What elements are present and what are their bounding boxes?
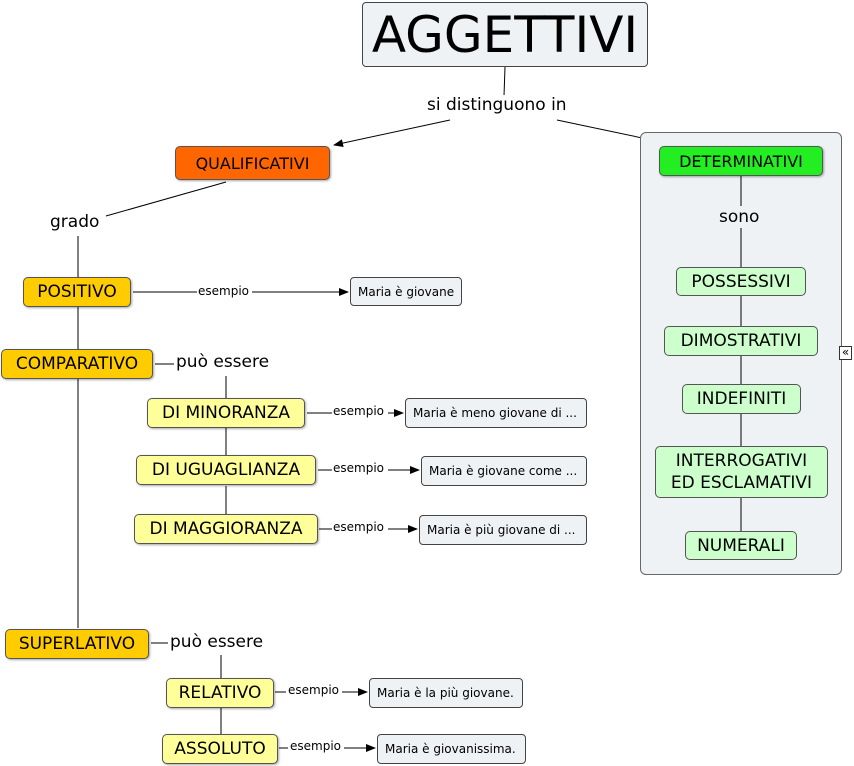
- title-node[interactable]: AGGETTIVI: [362, 2, 648, 67]
- collapse-icon[interactable]: «: [839, 346, 852, 360]
- node-determinativi[interactable]: DETERMINATIVI: [659, 146, 823, 176]
- node-possessivi[interactable]: POSSESSIVI: [676, 267, 806, 296]
- node-comparativo[interactable]: COMPARATIVO: [1, 349, 153, 379]
- node-dimostrativi[interactable]: DIMOSTRATIVI: [664, 326, 818, 356]
- example-relativo[interactable]: Maria è la più giovane.: [369, 678, 523, 708]
- node-di-minoranza[interactable]: DI MINORANZA: [147, 398, 305, 428]
- link-label-puo-essere: può essere: [176, 352, 270, 372]
- link-label-distinguish: si distinguono in: [427, 95, 567, 115]
- node-interrogativi-line1: INTERROGATIVI: [675, 451, 808, 471]
- node-superlativo[interactable]: SUPERLATIVO: [5, 629, 149, 659]
- node-interrogativi-esclamativi[interactable]: INTERROGATIVI ED ESCLAMATIVI: [655, 446, 828, 498]
- example-di-minoranza[interactable]: Maria è meno giovane di ...: [405, 398, 587, 428]
- node-assoluto[interactable]: ASSOLUTO: [162, 734, 278, 764]
- node-qualificativi[interactable]: QUALIFICATIVI: [175, 146, 330, 180]
- example-di-uguaglianza[interactable]: Maria è giovane come ...: [421, 456, 587, 486]
- link-label-sono: sono: [719, 207, 760, 227]
- link-label-grado: grado: [50, 212, 100, 232]
- node-indefiniti[interactable]: INDEFINITI: [682, 384, 801, 414]
- link-label-esempio: esempio: [333, 404, 384, 418]
- link-label-esempio: esempio: [198, 284, 249, 298]
- node-positivo[interactable]: POSITIVO: [23, 277, 131, 307]
- node-relativo[interactable]: RELATIVO: [166, 678, 274, 708]
- node-numerali[interactable]: NUMERALI: [685, 531, 797, 560]
- node-interrogativi-line2: ED ESCLAMATIVI: [670, 473, 813, 493]
- node-di-uguaglianza[interactable]: DI UGUAGLIANZA: [136, 455, 316, 485]
- example-di-maggioranza[interactable]: Maria è più giovane di ...: [419, 515, 587, 545]
- link-label-esempio: esempio: [288, 683, 339, 697]
- link-label-esempio: esempio: [290, 739, 341, 753]
- link-label-esempio: esempio: [333, 461, 384, 475]
- node-di-maggioranza[interactable]: DI MAGGIORANZA: [134, 514, 318, 544]
- example-assoluto[interactable]: Maria è giovanissima.: [377, 734, 526, 764]
- example-positivo[interactable]: Maria è giovane: [350, 277, 462, 306]
- link-label-esempio: esempio: [333, 520, 384, 534]
- link-label-puo-essere: può essere: [170, 632, 264, 652]
